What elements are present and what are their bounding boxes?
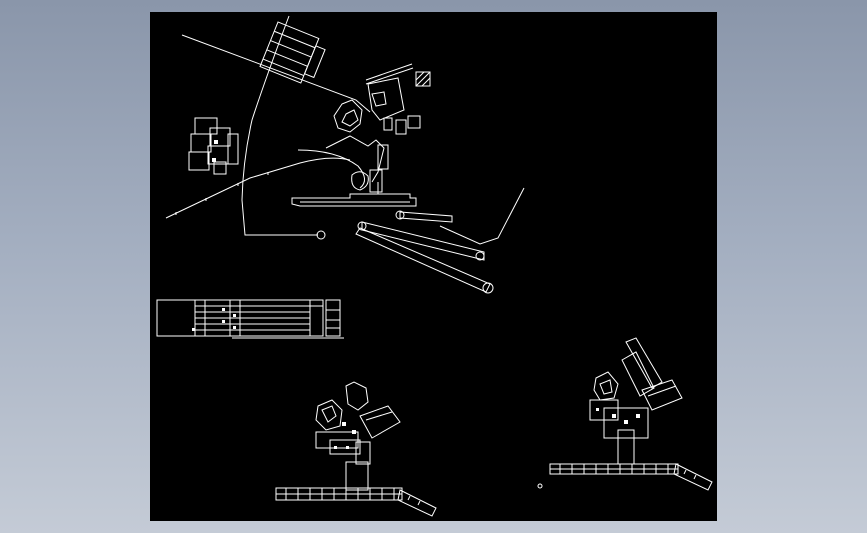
central-complex: [297, 63, 431, 193]
left-plan-ticks: [285, 488, 395, 500]
boundary-line: [439, 187, 525, 245]
table-rows: [195, 300, 323, 336]
drawing-index-table: [156, 299, 344, 339]
road-line: [181, 34, 371, 113]
right-plan-fill: [596, 408, 640, 424]
left-plan-fill: [334, 422, 356, 449]
road-ticks: [175, 172, 269, 215]
right-plan-ticks: [559, 464, 669, 474]
road-line: [165, 157, 351, 219]
floor-plan-right: [537, 337, 713, 491]
drawing-sheet[interactable]: [150, 12, 717, 521]
long-building: [291, 182, 417, 207]
building-top: [259, 21, 326, 84]
table-marks: [192, 308, 236, 331]
building-left: [188, 117, 239, 175]
ramp-shapes: [316, 210, 494, 294]
boundary-curve: [241, 15, 318, 236]
floor-plan-left: [275, 381, 437, 517]
site-plan: [165, 15, 525, 294]
